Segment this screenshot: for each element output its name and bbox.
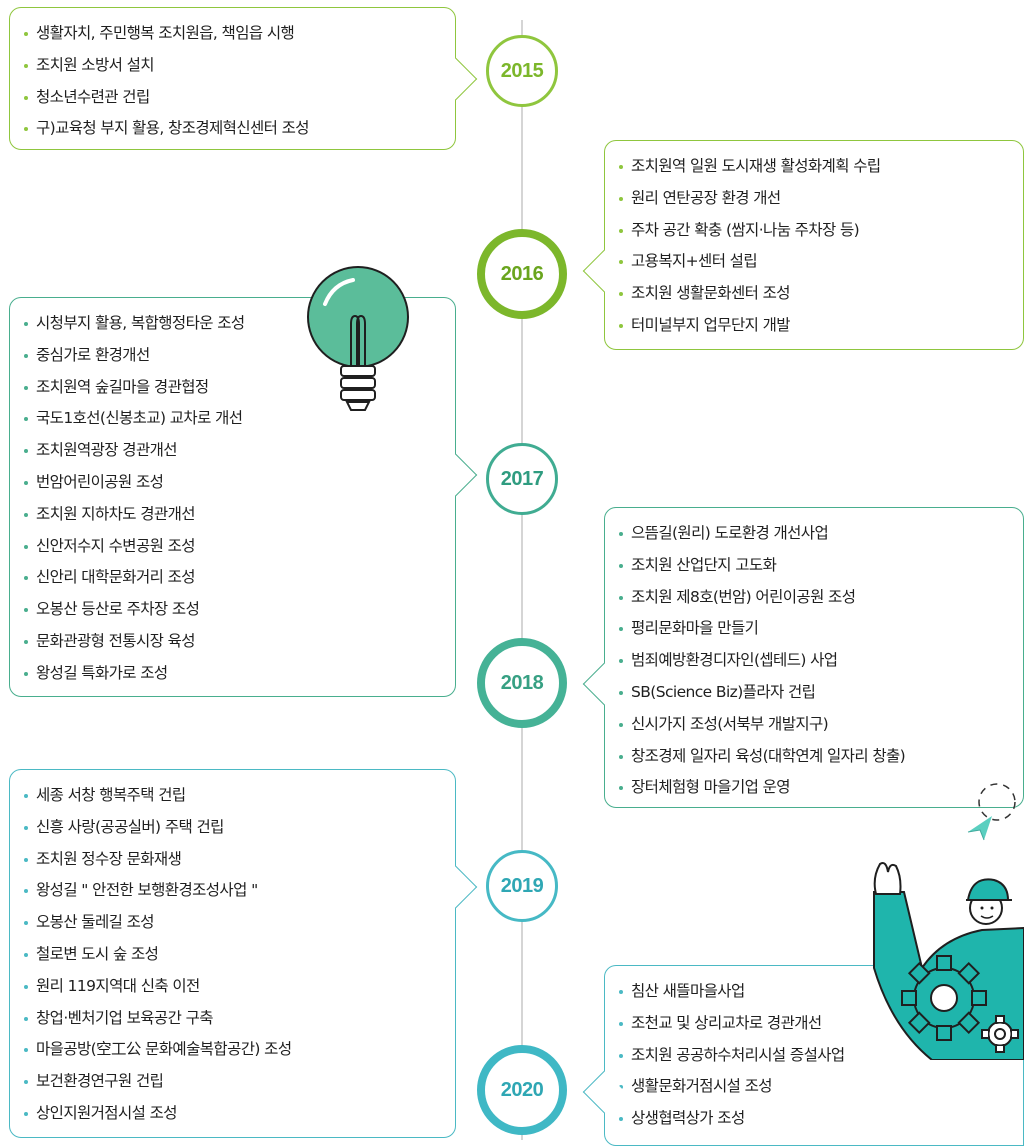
timeline-line: [521, 20, 523, 1140]
list-2019: 세종 서창 행복주택 건립 신흥 사랑(공공실버) 주택 건립 조치원 정수장 …: [24, 780, 441, 1130]
list-item: 생활문화거점시설 조성: [619, 1071, 1009, 1103]
list-item: 오봉산 등산로 주차장 조성: [24, 594, 441, 626]
list-2016: 조치원역 일원 도시재생 활성화계획 수립 원리 연탄공장 환경 개선 주차 공…: [619, 151, 1009, 342]
list-2015: 생활자치, 주민행복 조치원읍, 책임읍 시행 조치원 소방서 설치 청소년수련…: [24, 18, 441, 145]
box-2018: 으뜸길(원리) 도로환경 개선사업 조치원 산업단지 고도화 조치원 제8호(번…: [582, 507, 1024, 808]
list-item: 터미널부지 업무단지 개발: [619, 310, 1009, 342]
list-item: 원리 연탄공장 환경 개선: [619, 183, 1009, 215]
list-item: 상인지원거점시설 조성: [24, 1098, 441, 1130]
year-label: 2016: [500, 262, 544, 285]
year-label: 2017: [500, 467, 544, 490]
list-item: 조치원 공공하수처리시설 증설사업: [619, 1040, 1009, 1072]
box-2019: 세종 서창 행복주택 건립 신흥 사랑(공공실버) 주택 건립 조치원 정수장 …: [9, 769, 478, 1138]
list-item: 번암어린이공원 조성: [24, 467, 441, 499]
list-item: 조치원 생활문화센터 조성: [619, 278, 1009, 310]
year-circle-2016: 2016: [477, 229, 567, 319]
list-item: 신안저수지 수변공원 조성: [24, 531, 441, 563]
year-circle-2018: 2018: [477, 638, 567, 728]
list-item: 창업·벤처기업 보육공간 구축: [24, 1003, 441, 1035]
list-item: 조치원 소방서 설치: [24, 50, 441, 82]
list-item: 왕성길 특화가로 조성: [24, 658, 441, 690]
list-item: 조천교 및 상리교차로 경관개선: [619, 1008, 1009, 1040]
list-item: 왕성길 " 안전한 보행환경조성사업 ": [24, 875, 441, 907]
list-item: 오봉산 둘레길 조성: [24, 907, 441, 939]
year-label: 2018: [500, 671, 544, 694]
list-item: 조치원 제8호(번암) 어린이공원 조성: [619, 582, 1009, 614]
list-item: 범죄예방환경디자인(셉테드) 사업: [619, 645, 1009, 677]
year-circle-2015: 2015: [486, 35, 558, 107]
paper-plane-icon: [967, 783, 1016, 841]
pointer-notch: [434, 865, 478, 909]
list-item: 평리문화마을 만들기: [619, 613, 1009, 645]
list-item: 마을공방(空工公 문화예술복합공간) 조성: [24, 1034, 441, 1066]
list-item: 원리 119지역대 신축 이전: [24, 971, 441, 1003]
box-2017: 시청부지 활용, 복합행정타운 조성 중심가로 환경개선 조치원역 숲길마을 경…: [9, 297, 478, 697]
list-item: 생활자치, 주민행복 조치원읍, 책임읍 시행: [24, 18, 441, 50]
list-item: 조치원역 일원 도시재생 활성화계획 수립: [619, 151, 1009, 183]
list-item: 으뜸길(원리) 도로환경 개선사업: [619, 518, 1009, 550]
year-circle-2019: 2019: [486, 850, 558, 922]
box-2015: 생활자치, 주민행복 조치원읍, 책임읍 시행 조치원 소방서 설치 청소년수련…: [9, 7, 478, 150]
list-item: 조치원 지하차도 경관개선: [24, 499, 441, 531]
list-item: 신흥 사랑(공공실버) 주택 건립: [24, 812, 441, 844]
pointer-notch: [434, 453, 478, 497]
list-item: 세종 서창 행복주택 건립: [24, 780, 441, 812]
list-item: 구)교육청 부지 활용, 창조경제혁신센터 조성: [24, 113, 441, 145]
list-item: 신안리 대학문화거리 조성: [24, 562, 441, 594]
list-item: 신시가지 조성(서북부 개발지구): [619, 709, 1009, 741]
year-label: 2015: [500, 59, 544, 82]
list-item: 장터체험형 마을기업 운영: [619, 772, 1009, 804]
year-circle-2020: 2020: [477, 1045, 567, 1135]
year-label: 2019: [500, 874, 544, 897]
list-item: 시청부지 활용, 복합행정타운 조성: [24, 308, 441, 340]
list-item: 문화관광형 전통시장 육성: [24, 626, 441, 658]
year-label: 2020: [500, 1078, 544, 1101]
list-2018: 으뜸길(원리) 도로환경 개선사업 조치원 산업단지 고도화 조치원 제8호(번…: [619, 518, 1009, 804]
list-item: 침산 새뜰마을사업: [619, 976, 1009, 1008]
list-item: 조치원역 숲길마을 경관협정: [24, 372, 441, 404]
list-item: 보건환경연구원 건립: [24, 1066, 441, 1098]
worker-with-gears-icon: [873, 862, 1024, 1060]
list-item: 조치원 정수장 문화재생: [24, 844, 441, 876]
list-item: 조치원역광장 경관개선: [24, 435, 441, 467]
list-item: 청소년수련관 건립: [24, 82, 441, 114]
lightbulb-icon: [307, 266, 409, 411]
pointer-notch: [434, 57, 478, 101]
list-item: 주차 공간 확충 (쌈지·나눔 주차장 등): [619, 215, 1009, 247]
list-item: 조치원 산업단지 고도화: [619, 550, 1009, 582]
list-item: 국도1호선(신봉초교) 교차로 개선: [24, 403, 441, 435]
list-item: SB(Science Biz)플라자 건립: [619, 677, 1009, 709]
list-item: 고용복지+센터 설립: [619, 246, 1009, 278]
year-circle-2017: 2017: [486, 443, 558, 515]
list-item: 창조경제 일자리 육성(대학연계 일자리 창출): [619, 741, 1009, 773]
list-2017: 시청부지 활용, 복합행정타운 조성 중심가로 환경개선 조치원역 숲길마을 경…: [24, 308, 441, 690]
list-item: 철로변 도시 숲 조성: [24, 939, 441, 971]
list-item: 상생협력상가 조성: [619, 1103, 1009, 1135]
list-item: 중심가로 환경개선: [24, 340, 441, 372]
box-2016: 조치원역 일원 도시재생 활성화계획 수립 원리 연탄공장 환경 개선 주차 공…: [582, 140, 1024, 350]
